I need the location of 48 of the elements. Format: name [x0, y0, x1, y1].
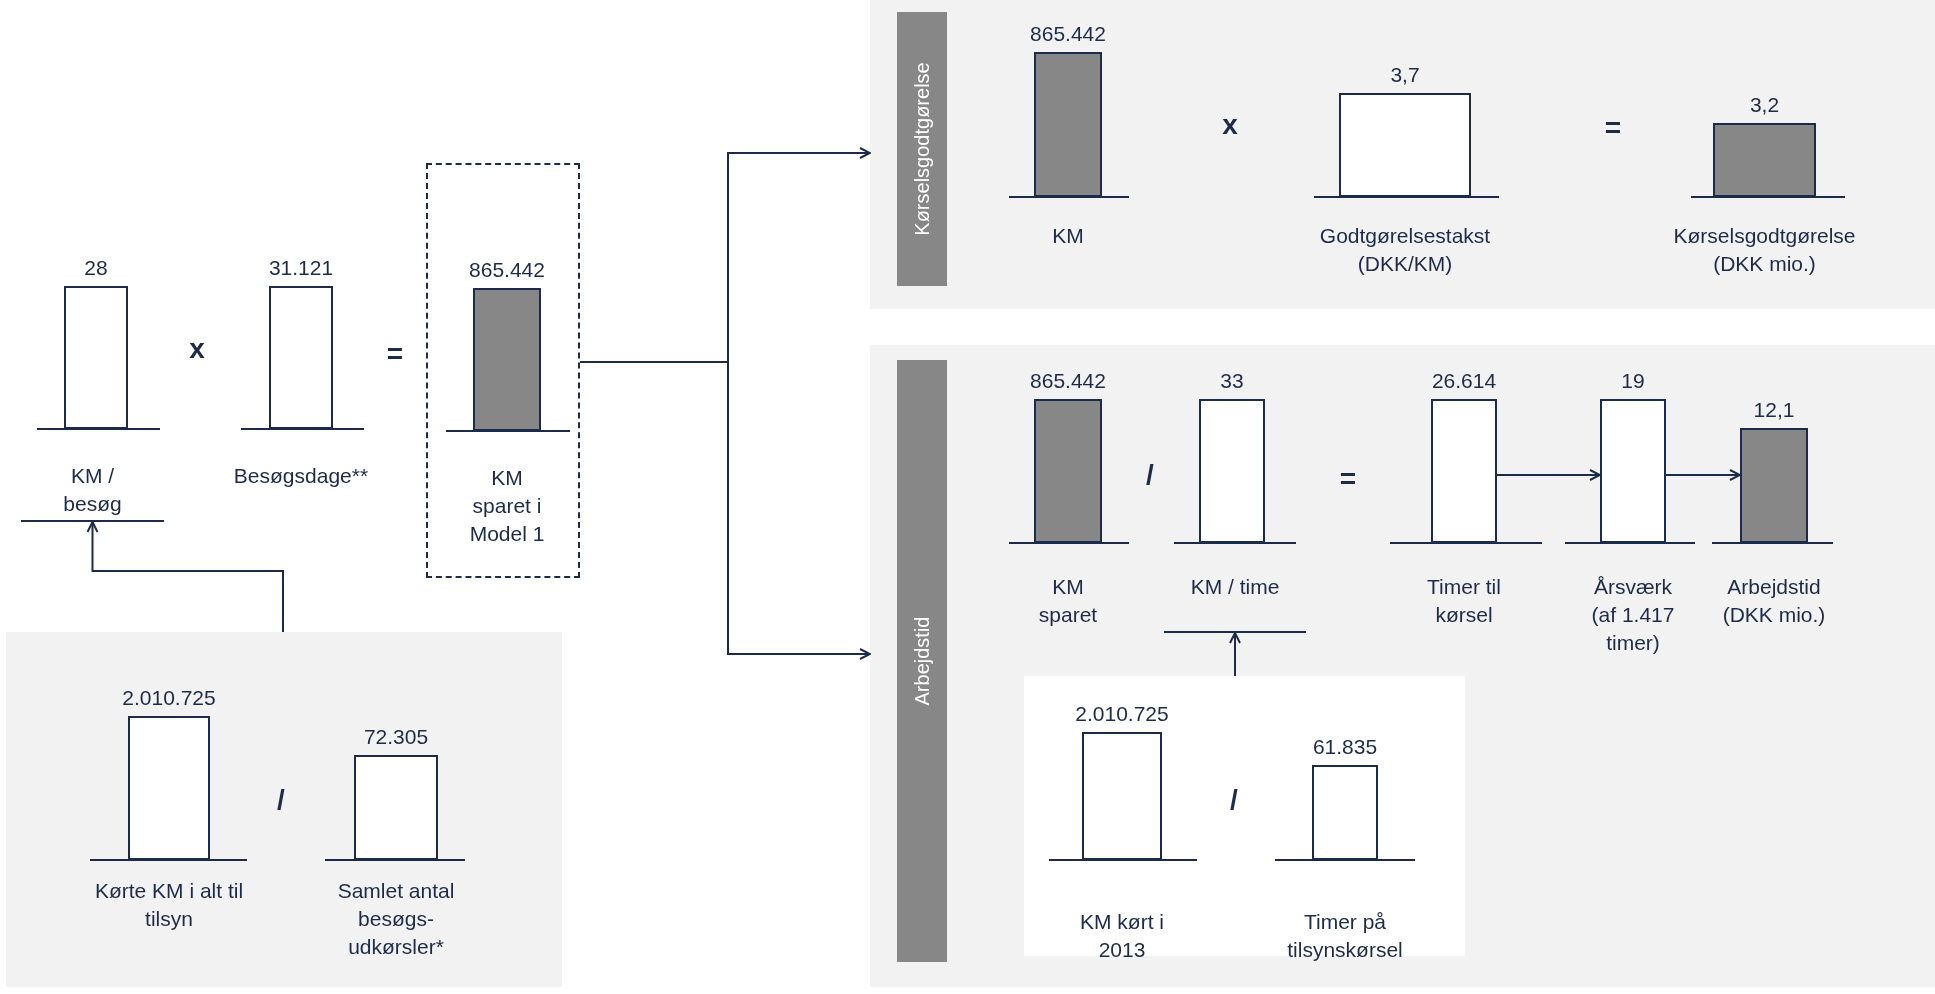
value-label: 31.121 [267, 255, 335, 281]
bar-caption: KM / time [1164, 573, 1306, 633]
operator-sign: / [276, 784, 286, 816]
bar-caption: Timer til kørsel [1426, 574, 1502, 628]
section-panel [870, 345, 1935, 987]
bar-caption: KM / besøg [21, 462, 164, 522]
value-label: 2.010.725 [1074, 701, 1170, 727]
bar-caption: KM [1051, 223, 1085, 249]
bar-caption: Samlet antal besøgs-udkørsler* [336, 878, 456, 960]
connector-arrow [1496, 469, 1601, 481]
value-label: 26.614 [1430, 368, 1498, 394]
bar-caption: Årsværk (af 1.417 timer) [1590, 574, 1676, 656]
connector-arrow [1229, 632, 1241, 677]
value-label: 3,2 [1748, 92, 1781, 118]
connector-arrow [86, 521, 284, 633]
value-label: 28 [83, 255, 109, 281]
operator-sign: x [1221, 109, 1239, 141]
bar-caption: Arbejdstid (DKK mio.) [1722, 574, 1826, 628]
operator-sign: = [385, 338, 405, 370]
value-label: 2.010.725 [121, 685, 217, 711]
value-label: 865.442 [1029, 368, 1107, 394]
bar-caption: Godtgørelsestakst (DKK/KM) [1318, 223, 1492, 277]
value-label: 12,1 [1752, 397, 1796, 423]
connector-arrow [1665, 469, 1741, 481]
section-panel [870, 0, 1935, 309]
value-label: 865.442 [468, 257, 546, 283]
bar-caption: Kørselsgodtgørelse (DKK mio.) [1672, 223, 1857, 277]
value-label: 33 [1219, 368, 1245, 394]
value-label: 61.835 [1311, 734, 1379, 760]
bar-caption: KM kørt i 2013 [1079, 909, 1165, 963]
value-label: 3,7 [1389, 62, 1421, 88]
section-title: Kørselsgodtgørelse [910, 62, 934, 236]
operator-sign: x [188, 333, 206, 365]
bar-caption: KM sparet [1037, 574, 1099, 628]
operator-sign: = [1603, 112, 1623, 144]
panel-background [6, 632, 562, 987]
value-label: 72.305 [362, 724, 430, 750]
bar-caption: Kørte KM i alt til tilsyn [94, 878, 244, 932]
bar-caption: Besøgsdage** [232, 463, 370, 489]
bar-caption: KM sparet i Model 1 [468, 465, 546, 547]
operator-sign: / [1145, 459, 1155, 491]
value-label: 865.442 [1029, 21, 1107, 47]
value-label: 19 [1620, 368, 1646, 394]
operator-sign: = [1338, 463, 1358, 495]
dashed-box [426, 163, 580, 578]
operator-sign: / [1229, 784, 1239, 816]
section-title: Arbejdstid [910, 616, 934, 706]
bar-caption: Timer på tilsynskørsel [1286, 909, 1404, 963]
